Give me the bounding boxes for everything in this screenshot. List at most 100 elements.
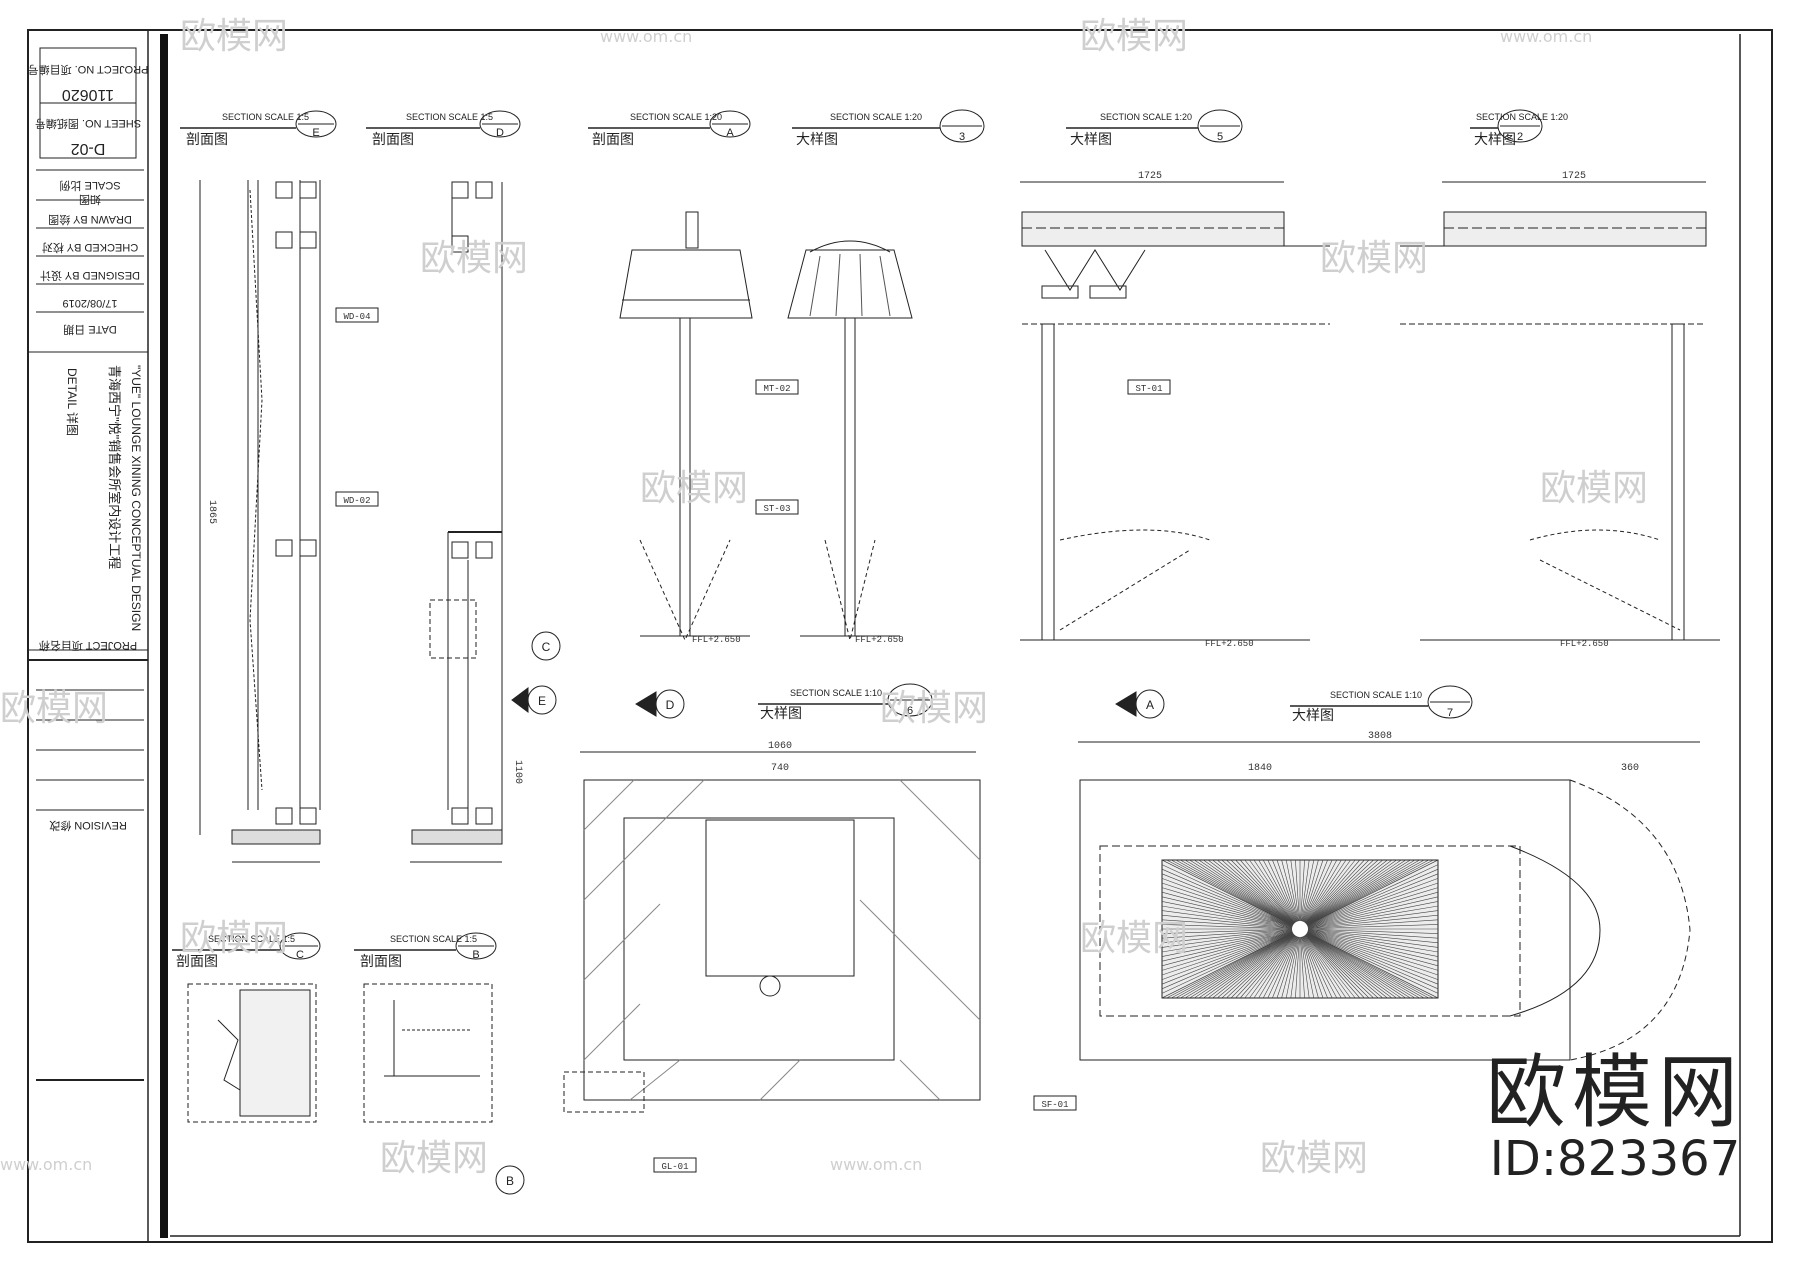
detail-6-total: 1060 bbox=[768, 741, 792, 752]
brand-mark: 欧模网 ID:823367 bbox=[1486, 1053, 1744, 1186]
watermark-12: 欧模网 bbox=[1080, 918, 1188, 959]
view-title-c-scale: SECTION SCALE 1:5 bbox=[208, 934, 295, 944]
project-name-en: "YUE" LOUNGE XINING CONCEPTUAL DESIGN bbox=[129, 365, 143, 631]
detail-2-width: 1725 bbox=[1562, 171, 1586, 182]
view-title-detail-2: 2 大样图 SECTION SCALE 1:20 bbox=[1470, 109, 1568, 147]
view-title-2-scale: SECTION SCALE 1:20 bbox=[1476, 112, 1568, 122]
watermark-10: 欧模网 bbox=[880, 688, 988, 729]
view-title-5-name: 大样图 bbox=[1070, 131, 1112, 147]
level-tag-1: FFL+2.650 bbox=[692, 635, 741, 645]
project-name-cn: 青海西宁"悦"销售会所室内设计工程 bbox=[107, 365, 122, 569]
view-title-6-name: 大样图 bbox=[760, 705, 802, 721]
detail-7-left: 1840 bbox=[1248, 763, 1272, 774]
watermark-5: 欧模网 bbox=[420, 238, 528, 279]
view-tag-7: 7 bbox=[1447, 707, 1453, 719]
view-title-detail-3: 3 大样图 SECTION SCALE 1:20 bbox=[792, 109, 985, 147]
section-markers: E C D A B bbox=[495, 631, 1165, 1195]
material-tag-5: ST-01 bbox=[1135, 384, 1162, 394]
project-label: PROJECT 项目名称 bbox=[39, 639, 137, 653]
sheet-no-label: SHEET NO. 图纸编号 bbox=[35, 117, 141, 131]
drawing-title: DETAIL 详图 bbox=[65, 368, 80, 436]
view-title-2-name: 大样图 bbox=[1474, 131, 1516, 147]
view-title-b: B 剖面图 SECTION SCALE 1:5 bbox=[354, 932, 497, 969]
detail-7-right: 360 bbox=[1621, 763, 1639, 774]
section-e-height: 1865 bbox=[206, 500, 217, 524]
view-title-5-scale: SECTION SCALE 1:20 bbox=[1100, 112, 1192, 122]
level-tag-3: FFL+2.650 bbox=[1205, 639, 1254, 649]
brand-id: ID:823367 bbox=[1489, 1131, 1741, 1188]
material-tag-6: GL-01 bbox=[661, 1162, 688, 1172]
section-d-drawing bbox=[410, 181, 503, 863]
level-tag-2: FFL+2.650 bbox=[855, 635, 904, 645]
watermark-11: 欧模网 bbox=[180, 918, 288, 959]
view-tag-d: D bbox=[496, 127, 504, 139]
view-title-e: E 剖面图 SECTION SCALE 1:5 bbox=[180, 110, 337, 147]
revision-label: REVISION 修改 bbox=[49, 819, 127, 833]
marker-e: E bbox=[538, 694, 546, 708]
view-title-d-name: 剖面图 bbox=[372, 131, 414, 147]
drawn-by: DRAWN BY 绘图 bbox=[48, 213, 132, 227]
view-title-b-name: 剖面图 bbox=[360, 953, 402, 969]
marker-b: B bbox=[506, 1174, 514, 1188]
detail-3-drawing bbox=[1020, 181, 1330, 641]
material-tag-2: WD-02 bbox=[343, 496, 370, 506]
material-tag-4: ST-03 bbox=[763, 504, 790, 514]
view-tag-a: A bbox=[726, 127, 734, 139]
marker-c: C bbox=[542, 640, 551, 654]
designed-by: DESIGNED BY 设计 bbox=[40, 269, 140, 282]
watermark-7: 欧模网 bbox=[640, 468, 748, 509]
view-title-detail-6: 6 大样图 SECTION SCALE 1:10 bbox=[758, 683, 933, 721]
sheet-binding-strip bbox=[160, 34, 168, 1238]
section-a-lamp bbox=[619, 211, 913, 642]
view-title-7-scale: SECTION SCALE 1:10 bbox=[1330, 690, 1422, 700]
material-tag-1: WD-04 bbox=[343, 312, 370, 322]
date-value: 17/08/2019 bbox=[62, 297, 117, 309]
detail-6-middle: 740 bbox=[771, 763, 789, 774]
section-b-drawing bbox=[363, 983, 493, 1123]
detail-2-drawing bbox=[1400, 181, 1720, 641]
detail-6-plan bbox=[563, 751, 981, 1113]
marker-a: A bbox=[1146, 698, 1154, 712]
watermark-3: www.om.cn bbox=[600, 27, 692, 46]
watermark-16: 欧模网 bbox=[1260, 1138, 1368, 1179]
project-no: 110620 bbox=[62, 86, 114, 103]
watermark-2: 欧模网 bbox=[1080, 16, 1188, 57]
watermark-9: 欧模网 bbox=[0, 688, 108, 729]
marker-d: D bbox=[666, 698, 675, 712]
view-title-b-scale: SECTION SCALE 1:5 bbox=[390, 934, 477, 944]
watermark-8: 欧模网 bbox=[1540, 468, 1648, 509]
view-tag-e: E bbox=[312, 127, 319, 139]
sheet-no: D-02 bbox=[71, 140, 106, 157]
watermark-15: 欧模网 bbox=[380, 1138, 488, 1179]
view-title-d-scale: SECTION SCALE 1:5 bbox=[406, 112, 493, 122]
title-block bbox=[27, 29, 149, 1243]
section-d-height: 1100 bbox=[512, 760, 523, 784]
view-tag-b: B bbox=[472, 949, 479, 961]
view-title-detail-7: 7 大样图 SECTION SCALE 1:10 bbox=[1290, 685, 1473, 723]
brand-name: 欧模网 bbox=[1486, 1046, 1744, 1140]
view-title-a: A 剖面图 SECTION SCALE 1:20 bbox=[588, 110, 751, 147]
detail-7-total: 3808 bbox=[1368, 731, 1392, 742]
view-title-a-name: 剖面图 bbox=[592, 131, 634, 147]
view-title-3-scale: SECTION SCALE 1:20 bbox=[830, 112, 922, 122]
checked-by: CHECKED BY 校对 bbox=[42, 241, 138, 255]
level-tag-4: FFL+2.650 bbox=[1560, 639, 1609, 649]
section-e-drawing bbox=[199, 180, 321, 863]
watermark-6: 欧模网 bbox=[1320, 238, 1428, 279]
view-tag-5: 5 bbox=[1217, 131, 1223, 143]
view-title-d: D 剖面图 SECTION SCALE 1:5 bbox=[366, 110, 521, 147]
view-tag-c: C bbox=[296, 949, 304, 961]
scale-label: SCALE 比例 bbox=[59, 179, 120, 193]
watermarks: 欧模网 欧模网 www.om.cn www.om.cn 欧模网 欧模网 欧模网 … bbox=[0, 16, 1648, 1179]
view-tag-6: 6 bbox=[907, 705, 913, 717]
watermark-1: 欧模网 bbox=[180, 16, 288, 57]
material-tag-7: SF-01 bbox=[1041, 1100, 1068, 1110]
date-label: DATE 日期 bbox=[63, 323, 117, 336]
view-title-detail-5: 5 大样图 SECTION SCALE 1:20 bbox=[1066, 109, 1243, 147]
detail-7-plan bbox=[1078, 741, 1700, 1061]
view-title-c-name: 剖面图 bbox=[176, 953, 218, 969]
view-title-7-name: 大样图 bbox=[1292, 707, 1334, 723]
view-tag-2: 2 bbox=[1517, 131, 1523, 143]
watermark-14: www.om.cn bbox=[830, 1155, 922, 1174]
